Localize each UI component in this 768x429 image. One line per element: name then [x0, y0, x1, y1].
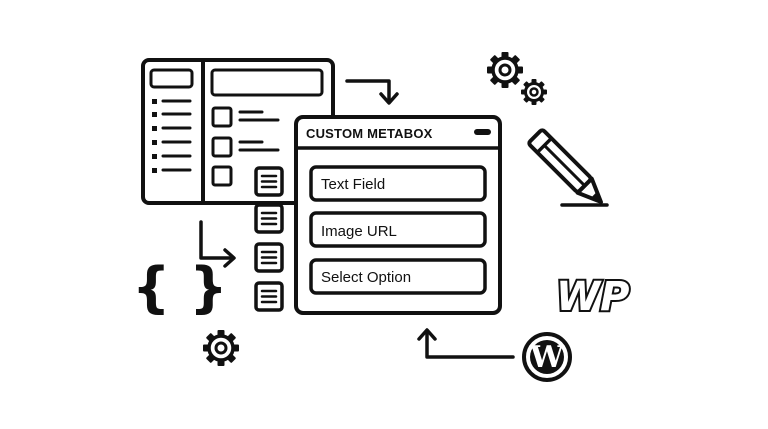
document-list-icons — [254, 166, 284, 312]
wordpress-logo-letter: W — [529, 340, 565, 375]
arrow-from-wordpress-icon — [417, 328, 515, 359]
select-option-label: Select Option — [321, 269, 411, 286]
document-list-icon — [254, 242, 284, 273]
code-braces-icon: { } — [132, 256, 228, 319]
wp-wordmark-text: WP — [556, 274, 629, 320]
arrow-to-metabox-icon — [345, 79, 399, 105]
code-braces-text: { } — [132, 256, 228, 319]
wp-wordmark-icon: WP — [554, 272, 631, 322]
text-field-label: Text Field — [321, 176, 385, 193]
minimize-icon[interactable] — [474, 129, 491, 135]
image-url-input[interactable]: Image URL — [309, 211, 487, 248]
select-option-dropdown[interactable]: Select Option — [309, 258, 487, 295]
wordpress-logo-icon: W — [522, 332, 572, 382]
custom-metabox-window: CUSTOM METABOX Text Field Image URL Sele… — [294, 115, 502, 315]
document-list-icon — [254, 166, 284, 197]
gear-icon — [487, 52, 523, 88]
admin-screen-icon — [141, 58, 335, 205]
arrow-to-documents-icon — [199, 220, 236, 268]
gear-icon — [521, 79, 547, 105]
sidebar-menu-lines — [152, 99, 192, 173]
document-list-icon — [254, 203, 284, 234]
image-url-label: Image URL — [321, 223, 397, 240]
gear-icon — [203, 330, 239, 366]
metabox-title: CUSTOM METABOX — [306, 126, 433, 141]
pencil-icon — [527, 128, 609, 207]
document-list-icon — [254, 281, 284, 312]
text-field-input[interactable]: Text Field — [309, 165, 487, 202]
